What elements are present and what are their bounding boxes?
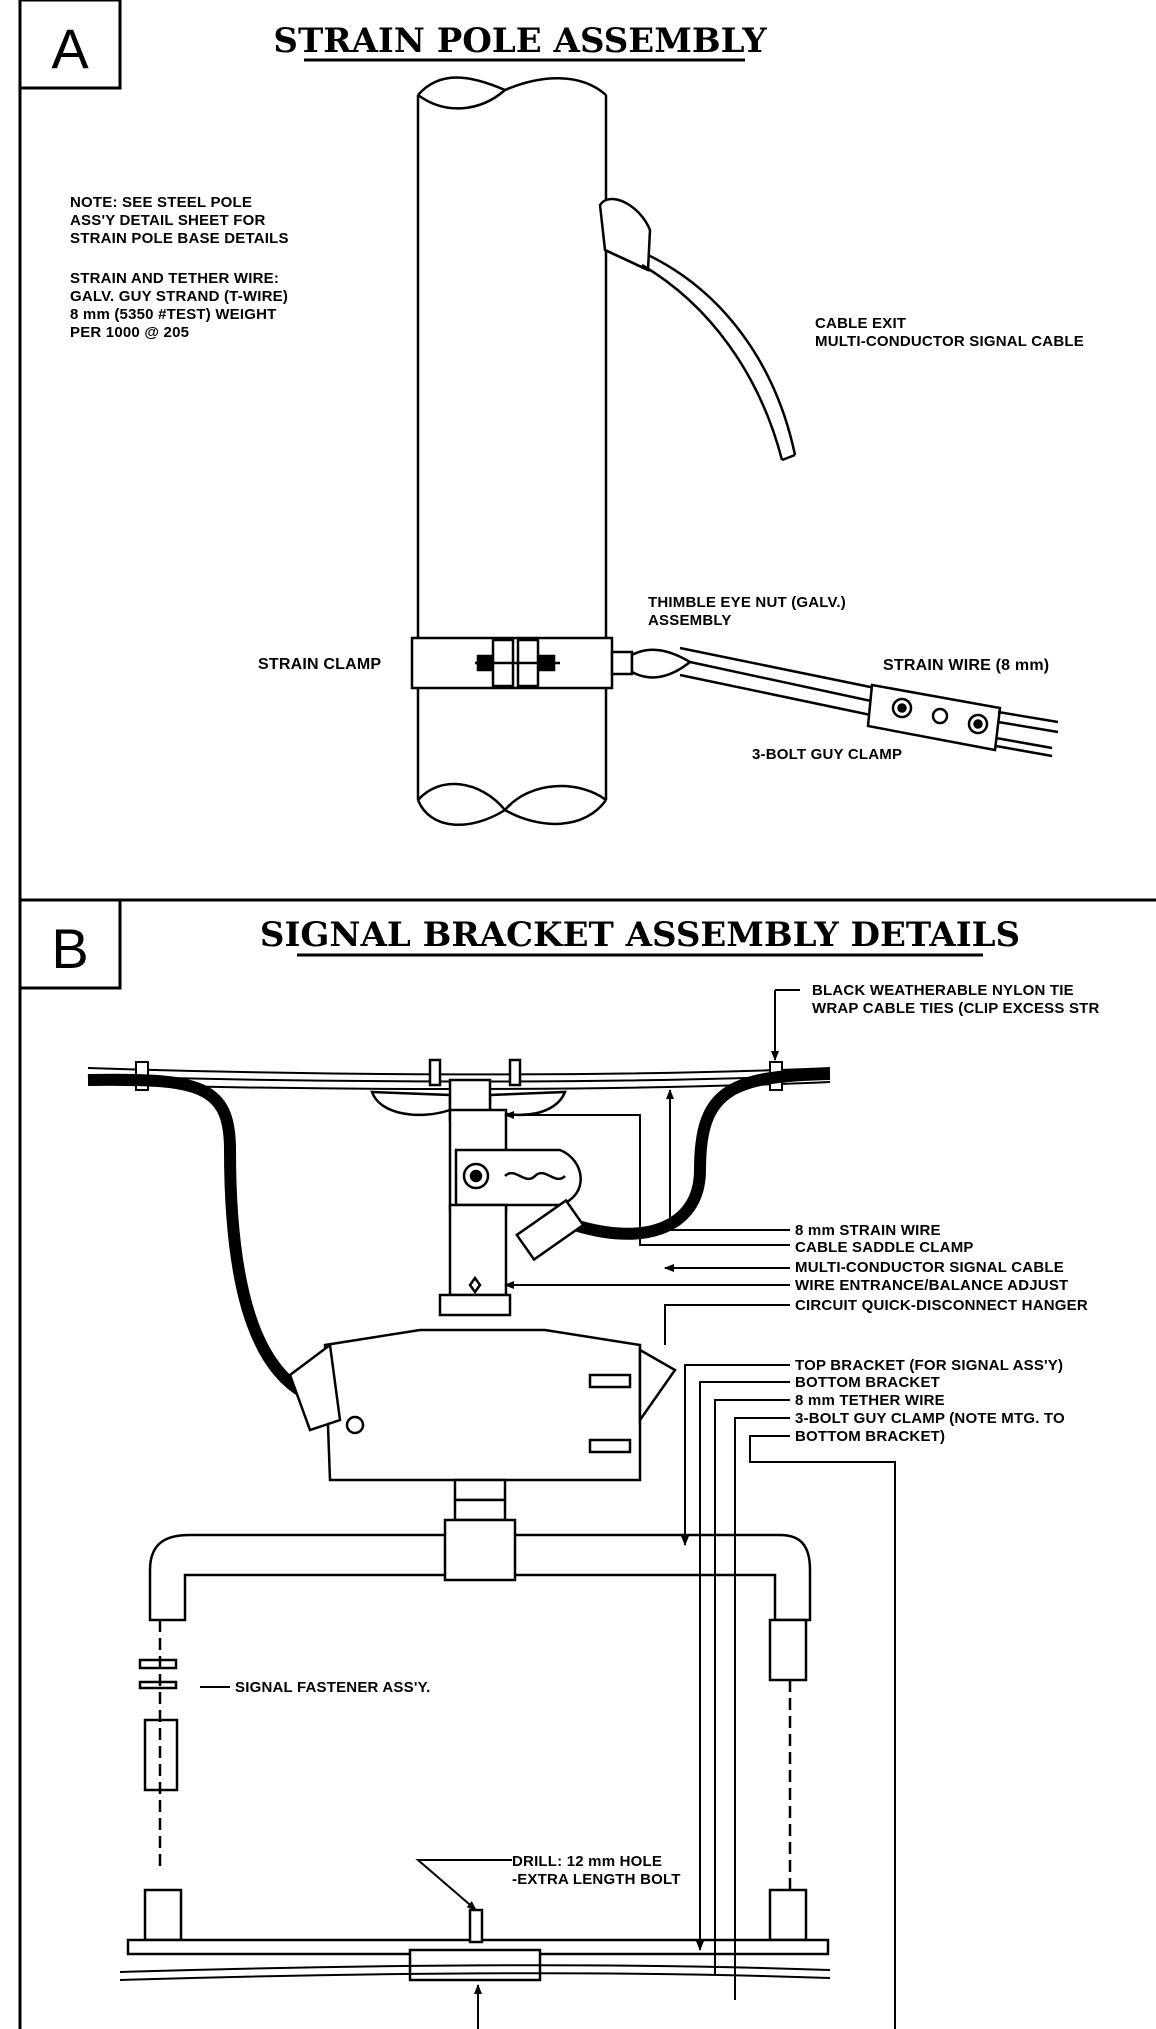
panel-b-letter: B xyxy=(51,917,88,980)
callout: 8 mm TETHER WIRE xyxy=(795,1392,945,1409)
nylon-tie-label-2: WRAP CABLE TIES (CLIP EXCESS STR xyxy=(812,1000,1100,1017)
callout: BOTTOM BRACKET) xyxy=(795,1428,945,1445)
drill-label: DRILL: 12 mm HOLE xyxy=(512,1853,662,1870)
strain-pole xyxy=(416,76,608,826)
signal-cable-left xyxy=(87,1073,333,1411)
cable-exit-label-2: MULTI-CONDUCTOR SIGNAL CABLE xyxy=(815,333,1084,350)
panel-a: A STRAIN POLE ASSEMBLY xyxy=(18,0,1156,2029)
panel-a-title: STRAIN POLE ASSEMBLY xyxy=(273,21,767,61)
strain-clamp-band xyxy=(410,636,614,690)
callout: 3-BOLT GUY CLAMP (NOTE MTG. TO xyxy=(795,1410,1065,1427)
note-line: STRAIN POLE BASE DETAILS xyxy=(70,230,289,247)
cable-exit xyxy=(598,197,797,462)
cable-saddle-clamp xyxy=(370,1058,567,1122)
strain-clamp-label: STRAIN CLAMP xyxy=(258,656,381,673)
callout: 8 mm STRAIN WIRE xyxy=(795,1222,941,1239)
hanger-body xyxy=(438,1108,585,1317)
drill-leader xyxy=(415,1859,512,1911)
cable-exit-label: CABLE EXIT xyxy=(815,315,906,332)
wire-spec-block: STRAIN AND TETHER WIRE: GALV. GUY STRAND… xyxy=(70,270,288,341)
panel-b-title: SIGNAL BRACKET ASSEMBLY DETAILS xyxy=(260,915,1020,955)
panel-b: B SIGNAL BRACKET ASSEMBLY DETAILS xyxy=(18,898,1100,2029)
drill-label-2: -EXTRA LENGTH BOLT xyxy=(512,1871,681,1888)
thimble-eye-assembly xyxy=(610,646,886,720)
note-line: ASS'Y DETAIL SHEET FOR xyxy=(70,212,266,229)
signal-cable-right xyxy=(557,1068,831,1240)
callout: TOP BRACKET (FOR SIGNAL ASS'Y) xyxy=(795,1357,1063,1374)
top-bracket xyxy=(148,1518,812,1682)
note-line: NOTE: SEE STEEL POLE xyxy=(70,194,252,211)
fastener-label: SIGNAL FASTENER ASS'Y. xyxy=(235,1679,431,1696)
three-bolt-guy-clamp xyxy=(866,683,1059,758)
callout: CABLE SADDLE CLAMP xyxy=(795,1239,974,1256)
wire-spec-line: PER 1000 @ 205 xyxy=(70,324,189,341)
nylon-tie-label: BLACK WEATHERABLE NYLON TIE xyxy=(812,982,1074,999)
bracket-callouts: TOP BRACKET (FOR SIGNAL ASS'Y) BOTTOM BR… xyxy=(795,1357,1065,1445)
signal-housing xyxy=(288,1328,677,1522)
panel-b-letter-box xyxy=(18,898,122,990)
wire-spec-line: 8 mm (5350 #TEST) WEIGHT xyxy=(70,306,277,323)
thimble-eye-label: THIMBLE EYE NUT (GALV.) xyxy=(648,594,846,611)
hanger-callouts: 8 mm STRAIN WIRE CABLE SADDLE CLAMP MULT… xyxy=(795,1222,1088,1314)
wire-spec-line: STRAIN AND TETHER WIRE: xyxy=(70,270,279,287)
callout: CIRCUIT QUICK-DISCONNECT HANGER xyxy=(795,1297,1088,1314)
callout: WIRE ENTRANCE/BALANCE ADJUST xyxy=(795,1277,1068,1294)
callout: BOTTOM BRACKET xyxy=(795,1374,940,1391)
note-block: NOTE: SEE STEEL POLE ASS'Y DETAIL SHEET … xyxy=(70,194,289,247)
wire-spec-line: GALV. GUY STRAND (T-WIRE) xyxy=(70,288,288,305)
panel-a-letter: A xyxy=(51,17,89,80)
thimble-eye-label-2: ASSEMBLY xyxy=(648,612,732,629)
signal-fastener-assembly xyxy=(138,1620,808,1942)
callout: MULTI-CONDUCTOR SIGNAL CABLE xyxy=(795,1259,1064,1276)
guy-clamp-label: 3-BOLT GUY CLAMP xyxy=(752,746,902,763)
strain-wire-label: STRAIN WIRE (8 mm) xyxy=(883,657,1049,674)
tether-wire-bottom xyxy=(119,1964,831,1981)
leader-lines xyxy=(504,989,896,2029)
panel-a-letter-box xyxy=(18,0,122,90)
